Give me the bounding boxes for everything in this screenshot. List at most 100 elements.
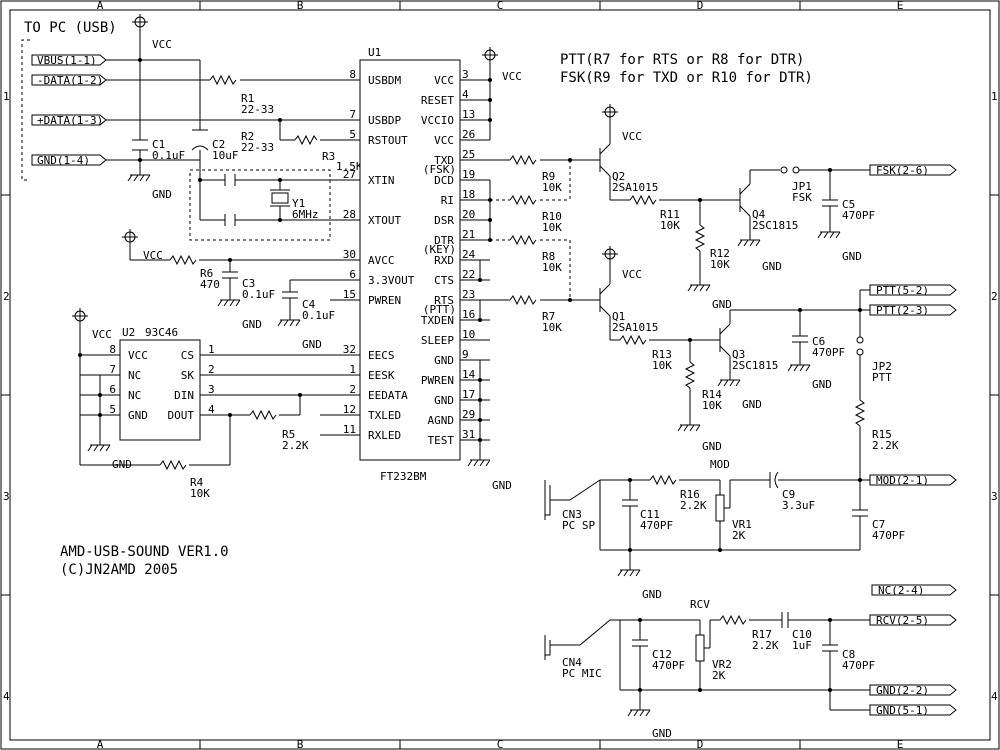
u1-right-pin-number: 4 (462, 88, 469, 101)
u2-ref: U2 (122, 326, 135, 339)
mod-circuit: GND MOD CN3 PC SP C11 470PF R16 2.2K VR1… (544, 458, 957, 601)
vr2-value: 2K (712, 669, 726, 682)
c11-ref: C11 (640, 508, 660, 521)
c5-ref: C5 (842, 198, 855, 211)
jp2-value: PTT (872, 371, 892, 384)
y1-ref: Y1 (292, 197, 305, 210)
gnd-label-c4: GND (302, 338, 322, 351)
u1-right-pin-name: GND (434, 394, 454, 407)
grid-column-labels: A B C D E A B C D E (97, 0, 904, 750)
resistor-r1: R1 22-33 (209, 74, 274, 116)
r4-ref: R4 (190, 476, 204, 489)
u1-left-pin-number: 2 (349, 383, 356, 396)
row-label-left-3: 3 (3, 490, 10, 503)
u2-left-pin-name: VCC (128, 349, 148, 362)
transistor-q2: VCC Q2 2SA1015 (599, 104, 658, 200)
q1-value: 2SA1015 (612, 321, 658, 334)
u1-right-pin-number: 17 (462, 388, 475, 401)
u1-left-pin-number: 11 (343, 423, 356, 436)
r16-value: 2.2K (680, 499, 707, 512)
u1-right-pin-number: 3 (462, 68, 469, 81)
u1-right-pin-number: 19 (462, 168, 475, 181)
u1-left-pin-name: XTIN (368, 174, 395, 187)
c10-ref: C10 (792, 628, 812, 641)
q3-circuit: R13 10K R14 10K GND Q3 2SC1815 GND GND (610, 298, 778, 453)
r2-value: 22-33 (241, 141, 274, 154)
connector-data-minus-label: -DATA(1-2) (37, 74, 103, 87)
u1-right-pin-name: AGND (428, 414, 455, 427)
c1-value: 0.1uF (152, 149, 185, 162)
u1-right-pin-number: 18 (462, 188, 475, 201)
u1-right-pin-number: 13 (462, 108, 475, 121)
u1-left-pin-name: RXLED (368, 429, 401, 442)
row-label-right-2: 2 (991, 290, 998, 303)
gnd-label-mod: GND (642, 588, 662, 601)
note-fsk: FSK(R9 for TXD or R10 for DTR) (560, 70, 813, 86)
gnd-label-r14: GND (702, 440, 722, 453)
u1-gnd-wiring: GND (467, 360, 512, 492)
mod-net-label: MOD (710, 458, 730, 471)
cn4-ref: CN4 (562, 656, 582, 669)
gnd-label-rcv: GND (652, 727, 672, 740)
transistor-q1: VCC Q1 2SA1015 (599, 246, 658, 340)
u1-right-pin-number: 16 (462, 308, 475, 321)
c10-value: 1uF (792, 639, 812, 652)
c2-value: 10uF (212, 149, 239, 162)
u1-left-pin-name: EESK (368, 369, 395, 382)
u1-right-pin-name: PWREN (421, 374, 454, 387)
q4-circuit: R11 10K R12 10K Q4 2SC1815 GND (610, 169, 798, 292)
connector-data-plus-label: +DATA(1-3) (37, 114, 103, 127)
u1-left-pin-number: 5 (349, 128, 356, 141)
vcc-label-u2: VCC (92, 328, 112, 341)
u1-left-pin-name: TXLED (368, 409, 401, 422)
vcc-label-q1: VCC (622, 268, 642, 281)
u1-right-pin-subname: (KEY) (423, 243, 456, 256)
u1-right-pin-number: 10 (462, 328, 475, 341)
rcv-net-label: RCV (690, 598, 710, 611)
u1-left-pin-name: XTOUT (368, 214, 401, 227)
c12-ref: C12 (652, 648, 672, 661)
rcv-circuit: NC(2-4) GND RCV CN4 PC MIC C12 (544, 584, 957, 740)
gnd-label-c6: GND (812, 378, 832, 391)
col-label-bottom-c: C (497, 738, 504, 750)
u1-right-pin-name: RI (441, 194, 454, 207)
crystal-y1: Y1 6MHz (270, 189, 319, 221)
c3-value: 0.1uF (242, 288, 275, 301)
r2-ref: R2 (241, 130, 254, 143)
u1-right-pin-number: 23 (462, 288, 475, 301)
r17-ref: R17 (752, 628, 772, 641)
r7-ref: R7 (542, 310, 555, 323)
crystal-region (189, 169, 331, 241)
cn4-value: PC MIC (562, 667, 602, 680)
u1-right-pin-number: 21 (462, 228, 475, 241)
usb-group-bracket (21, 39, 30, 181)
u1-right-pin-name: RTS (434, 294, 454, 307)
jp1-ref: JP1 (792, 180, 812, 193)
u1-left-pin-name: EEDATA (368, 389, 408, 402)
row-label-right-4: 4 (991, 690, 998, 703)
r10-ref: R10 (542, 210, 562, 223)
r8-value: 10K (542, 261, 562, 274)
u1-left-pin-name: RSTOUT (368, 134, 408, 147)
u1-left-pin-number: 7 (349, 108, 356, 121)
u1-right-pin-number: 14 (462, 368, 476, 381)
resistor-r3-label: R3 1.5K (322, 150, 363, 173)
col-label-bottom-e: E (897, 738, 904, 750)
u2-left-pin-name: NC (128, 369, 141, 382)
u1-right-pin-name: TXDEN (421, 314, 454, 327)
u1-right-pin-number: 9 (462, 348, 469, 361)
r1-ref: R1 (241, 92, 254, 105)
q3-ref: Q3 (732, 348, 745, 361)
u2-right-pin-name: DOUT (168, 409, 195, 422)
vcc-label-u1: VCC (502, 70, 522, 83)
drawing-copyright: (C)JN2AMD 2005 (60, 562, 178, 578)
row-label-right-3: 3 (991, 490, 998, 503)
r15-value: 2.2K (872, 439, 899, 452)
connector-fsk-label: FSK(2-6) (876, 164, 929, 177)
u1-right-pin-name: CTS (434, 274, 454, 287)
connector-rcv-label: RCV(2-5) (876, 614, 929, 627)
u1-left-pin-number: 1 (349, 363, 356, 376)
r15-ref: R15 (872, 428, 892, 441)
gnd-symbol-c1: GND (127, 174, 172, 201)
